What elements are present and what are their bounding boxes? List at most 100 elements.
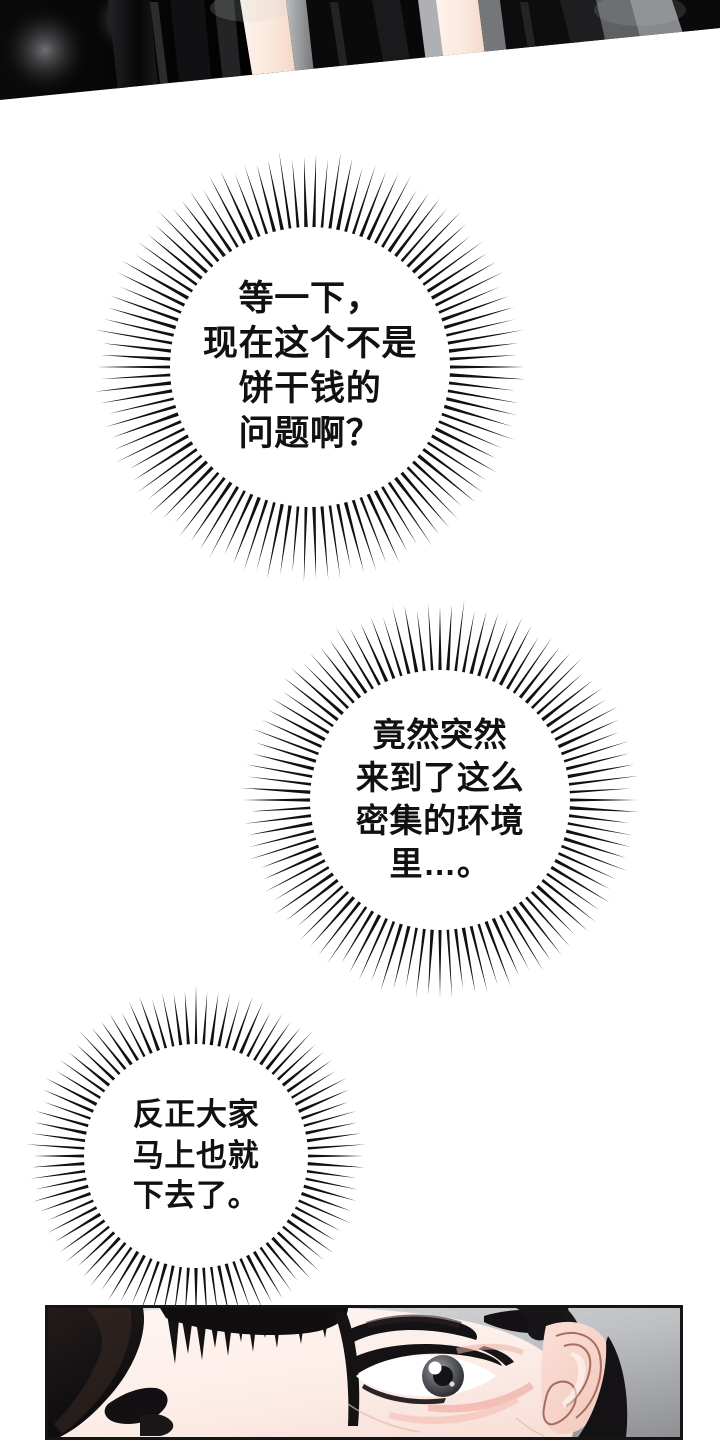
ear-lobe-line [542, 1380, 578, 1426]
burst-spike [150, 457, 212, 514]
ear-outer-line [555, 1331, 602, 1419]
burst-spike [33, 1154, 89, 1158]
burst-spike [157, 210, 217, 271]
burst-spike [460, 923, 476, 994]
burst-spike [370, 917, 397, 983]
burst-spike [565, 788, 631, 794]
burst-spike [303, 1144, 366, 1151]
burst-spike [503, 907, 544, 972]
burst-spike [522, 652, 571, 707]
burst-spike [162, 992, 176, 1051]
burst-spike [380, 919, 405, 992]
burst-spike [147, 451, 206, 500]
burst-spike [443, 388, 519, 404]
burst-spike [391, 473, 440, 535]
burst-spike [189, 191, 235, 256]
burst-spike [248, 820, 317, 836]
burst-spike [100, 1021, 136, 1069]
burst-spike [439, 403, 513, 427]
burst-spike [299, 1110, 357, 1129]
burst-spike [77, 1228, 119, 1267]
burst-spike [199, 482, 242, 550]
burst-spike [102, 343, 176, 354]
burst-spike [349, 910, 384, 973]
burst-spike [445, 355, 517, 361]
burst-spike [179, 473, 229, 537]
burst-spike [109, 1013, 142, 1065]
top-partial-panel [0, 0, 720, 110]
burst-spike [280, 501, 293, 575]
burst-spike [414, 236, 471, 283]
burst-spike [297, 882, 347, 927]
burst-spike [403, 211, 462, 271]
burst-spike [216, 992, 230, 1051]
burst-spike [343, 166, 363, 236]
burst-spike [285, 876, 342, 921]
burst-spike [32, 1183, 93, 1202]
burst-spike [349, 627, 383, 690]
burst-spike [309, 652, 358, 707]
burst-spike [220, 171, 256, 245]
burst-spike [34, 1176, 91, 1190]
burst-spike [131, 1254, 155, 1305]
burst-spike [134, 254, 197, 295]
burst-spike [327, 152, 341, 233]
burst-spike [244, 813, 316, 824]
burst-spike [445, 604, 452, 675]
burst-spike [483, 917, 511, 987]
burst-spike [445, 365, 525, 369]
burst-spike [358, 493, 387, 564]
burst-spike [301, 1122, 358, 1136]
burst-spike [398, 208, 448, 266]
burst-spike [391, 198, 441, 261]
burst-spike [271, 698, 333, 737]
burst-spike [262, 850, 326, 880]
burst-spike [444, 380, 515, 391]
burst-spike [95, 329, 177, 346]
burst-spike [137, 241, 201, 289]
burst-spike [527, 887, 575, 935]
burst-spike [237, 1254, 264, 1312]
burst-spike [239, 787, 315, 795]
burst-spike [439, 306, 516, 331]
burst-spike [428, 925, 435, 996]
burst-spike [201, 991, 208, 1049]
burst-spike [107, 1247, 142, 1301]
burst-spike [268, 1233, 311, 1279]
bangs-mass [160, 1308, 348, 1336]
burst-spike [419, 240, 484, 289]
burst-spike [230, 996, 253, 1055]
burst-spike [262, 1027, 301, 1074]
burst-spike [299, 1183, 357, 1201]
burst-spike [304, 157, 308, 232]
speech-bubble-3: 反正大家 马上也就 下去了。 [26, 985, 366, 1324]
burst-spike [405, 923, 419, 989]
burst-spike [415, 924, 427, 998]
burst-spike [341, 906, 377, 964]
burst-spike [181, 200, 229, 261]
speech-bubble-2: 竟然突然 来到了这么 密集的环境 里…。 [239, 599, 640, 998]
burst-spike [251, 728, 323, 757]
burst-spike [35, 1110, 93, 1129]
eyebrow-highlight [366, 1314, 462, 1328]
burst-spike [297, 1101, 349, 1122]
burst-spike [291, 1204, 342, 1232]
burst-spike [120, 1251, 148, 1303]
burst-spike [202, 188, 241, 252]
burst-spike [326, 902, 370, 965]
burst-spike [550, 706, 618, 743]
burst-spike [283, 1216, 334, 1253]
burst-spike [303, 663, 352, 712]
burst-spike [312, 154, 317, 232]
burst-spike [278, 151, 293, 233]
burst-spike [327, 501, 341, 580]
burst-spike [261, 719, 326, 750]
burst-spike [224, 490, 256, 555]
burst-spike [128, 1001, 155, 1058]
burst-spike [100, 1243, 135, 1291]
burst-spike [26, 1144, 89, 1150]
burst-spike [119, 286, 186, 316]
burst-spike [559, 835, 627, 859]
burst-spike [31, 1161, 89, 1168]
burst-spike [533, 672, 584, 718]
